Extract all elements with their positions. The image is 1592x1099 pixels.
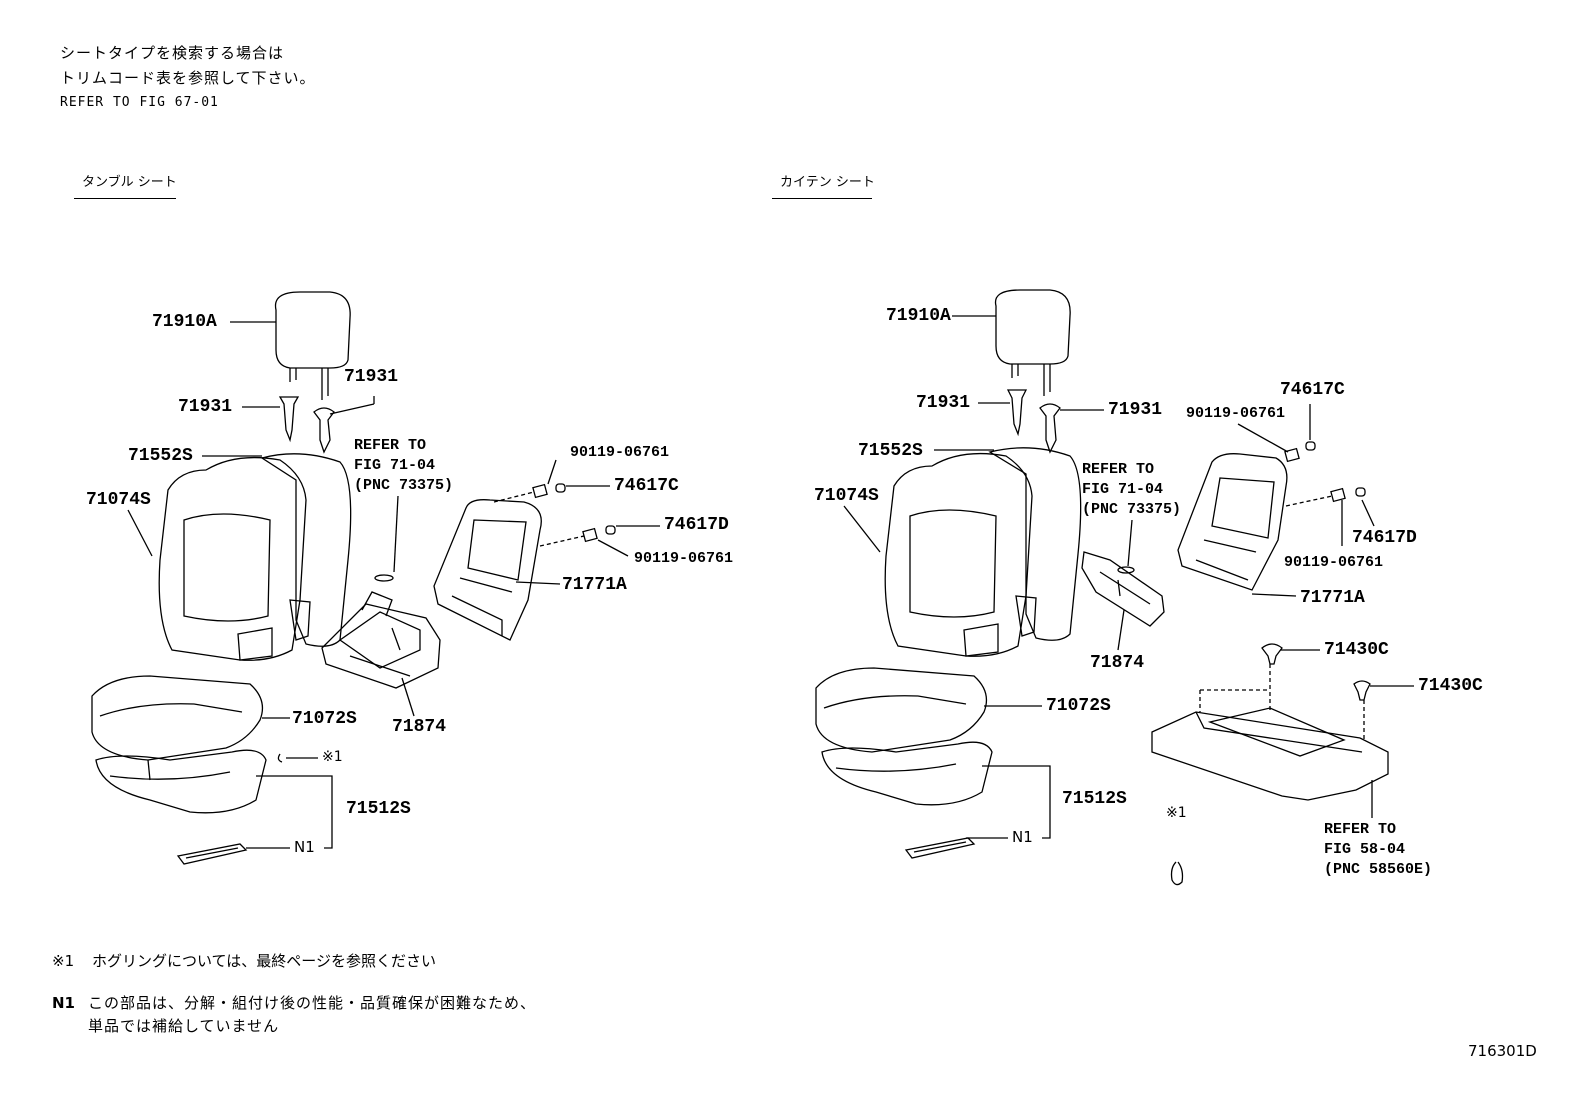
left-guide-drawings bbox=[278, 396, 335, 454]
left-label-guide-a: 71931 bbox=[178, 397, 233, 417]
right-bracket-drawing bbox=[1081, 551, 1165, 627]
right-label-bolt-a: 90119-06761 bbox=[1186, 405, 1286, 422]
right-hog-ring-drawing bbox=[1170, 861, 1184, 886]
right-section-title: カイテン シート bbox=[780, 175, 875, 190]
left-ring-drawing bbox=[277, 753, 283, 763]
left-label-cap-a: 74617C bbox=[614, 476, 679, 496]
left-label-bracket: 71874 bbox=[392, 717, 447, 737]
right-label-n1: N1 bbox=[1012, 828, 1033, 846]
right-cushion-pad-drawing bbox=[821, 741, 993, 806]
left-bracket-drawing bbox=[321, 591, 441, 689]
right-cushion-cover-drawing bbox=[815, 667, 988, 753]
left-section-underline bbox=[74, 198, 176, 199]
left-n1-part-drawing bbox=[176, 843, 248, 865]
left-seatback-drawing bbox=[158, 453, 352, 661]
right-label-bolt-b: 90119-06761 bbox=[1284, 554, 1384, 571]
right-label-refer: REFER TO FIG 71-04 (PNC 73375) bbox=[1082, 461, 1182, 518]
right-label-back-assy: 71074S bbox=[814, 486, 879, 506]
header-note-line1: シートタイプを検索する場合は bbox=[60, 44, 285, 62]
left-refer-marker bbox=[374, 495, 399, 582]
right-headrest-drawing bbox=[994, 289, 1071, 396]
footnote-note1-mark: ※1 bbox=[52, 952, 75, 970]
right-label-clip-b: 71430C bbox=[1418, 676, 1483, 696]
right-label-note1: ※1 bbox=[1166, 805, 1187, 821]
right-label-cap-b: 74617D bbox=[1352, 528, 1417, 548]
right-n1-part-drawing bbox=[904, 837, 976, 859]
right-refer-marker bbox=[1117, 519, 1135, 574]
right-label-cushion-assy: 71512S bbox=[1062, 789, 1127, 809]
left-label-guide-b: 71931 bbox=[344, 367, 399, 387]
left-label-note1: ※1 bbox=[322, 749, 343, 765]
footnote-note1-text: ホグリングについては、最終ページを参照ください bbox=[92, 952, 436, 970]
left-leader-lines bbox=[127, 321, 660, 849]
footnote-n1-text-line2: 単品では補給していません bbox=[88, 1017, 280, 1035]
left-cushion-pad-drawing bbox=[95, 749, 267, 814]
header-note-line2: トリムコード表を参照して下さい。 bbox=[60, 69, 316, 87]
right-leader-lines bbox=[843, 315, 1414, 839]
left-back-frame-drawing bbox=[433, 499, 542, 641]
left-label-cushion-cover: 71072S bbox=[292, 709, 357, 729]
right-base-drawing bbox=[1151, 664, 1389, 801]
right-label-cushion-cover: 71072S bbox=[1046, 696, 1111, 716]
right-label-bracket: 71874 bbox=[1090, 653, 1145, 673]
right-seatback-drawing bbox=[884, 447, 1082, 657]
right-label-headrest: 71910A bbox=[886, 306, 951, 326]
left-cushion-cover-drawing bbox=[91, 675, 264, 781]
left-fasteners-drawing bbox=[493, 483, 616, 547]
left-label-cushion-assy: 71512S bbox=[346, 799, 411, 819]
right-back-frame-drawing bbox=[1177, 453, 1288, 591]
figure-id: 716301D bbox=[1468, 1042, 1537, 1060]
left-label-refer: REFER TO FIG 71-04 (PNC 73375) bbox=[354, 437, 454, 494]
right-guide-drawings bbox=[1006, 389, 1061, 454]
left-label-bolt-b: 90119-06761 bbox=[634, 550, 734, 567]
left-label-back-cover: 71552S bbox=[128, 446, 193, 466]
left-label-n1: N1 bbox=[294, 838, 315, 856]
left-section-title: タンブル シート bbox=[82, 175, 177, 190]
left-label-bolt-a: 90119-06761 bbox=[570, 444, 670, 461]
right-label-clip-a: 71430C bbox=[1324, 640, 1389, 660]
right-fasteners-drawing bbox=[1284, 441, 1366, 507]
header-note-line3: REFER TO FIG 67-01 bbox=[60, 95, 219, 110]
left-label-back-assy: 71074S bbox=[86, 490, 151, 510]
right-label-refer2: REFER TO FIG 58-04 (PNC 58560E) bbox=[1324, 821, 1433, 878]
left-headrest-drawing bbox=[274, 291, 351, 400]
left-label-headrest: 71910A bbox=[152, 312, 217, 332]
right-clip-drawings bbox=[1261, 643, 1371, 701]
left-label-cap-b: 74617D bbox=[664, 515, 729, 535]
footnote-n1-text-line1: この部品は、分解・組付け後の性能・品質確保が困難なため、 bbox=[88, 994, 537, 1012]
right-label-back-cover: 71552S bbox=[858, 441, 923, 461]
right-label-guide-b: 71931 bbox=[1108, 400, 1163, 420]
right-section-underline bbox=[772, 198, 872, 199]
footnote-n1-mark: N1 bbox=[52, 994, 75, 1012]
left-label-frame: 71771A bbox=[562, 575, 627, 595]
right-label-guide-a: 71931 bbox=[916, 393, 971, 413]
right-label-frame: 71771A bbox=[1300, 588, 1365, 608]
right-label-cap-a: 74617C bbox=[1280, 380, 1345, 400]
